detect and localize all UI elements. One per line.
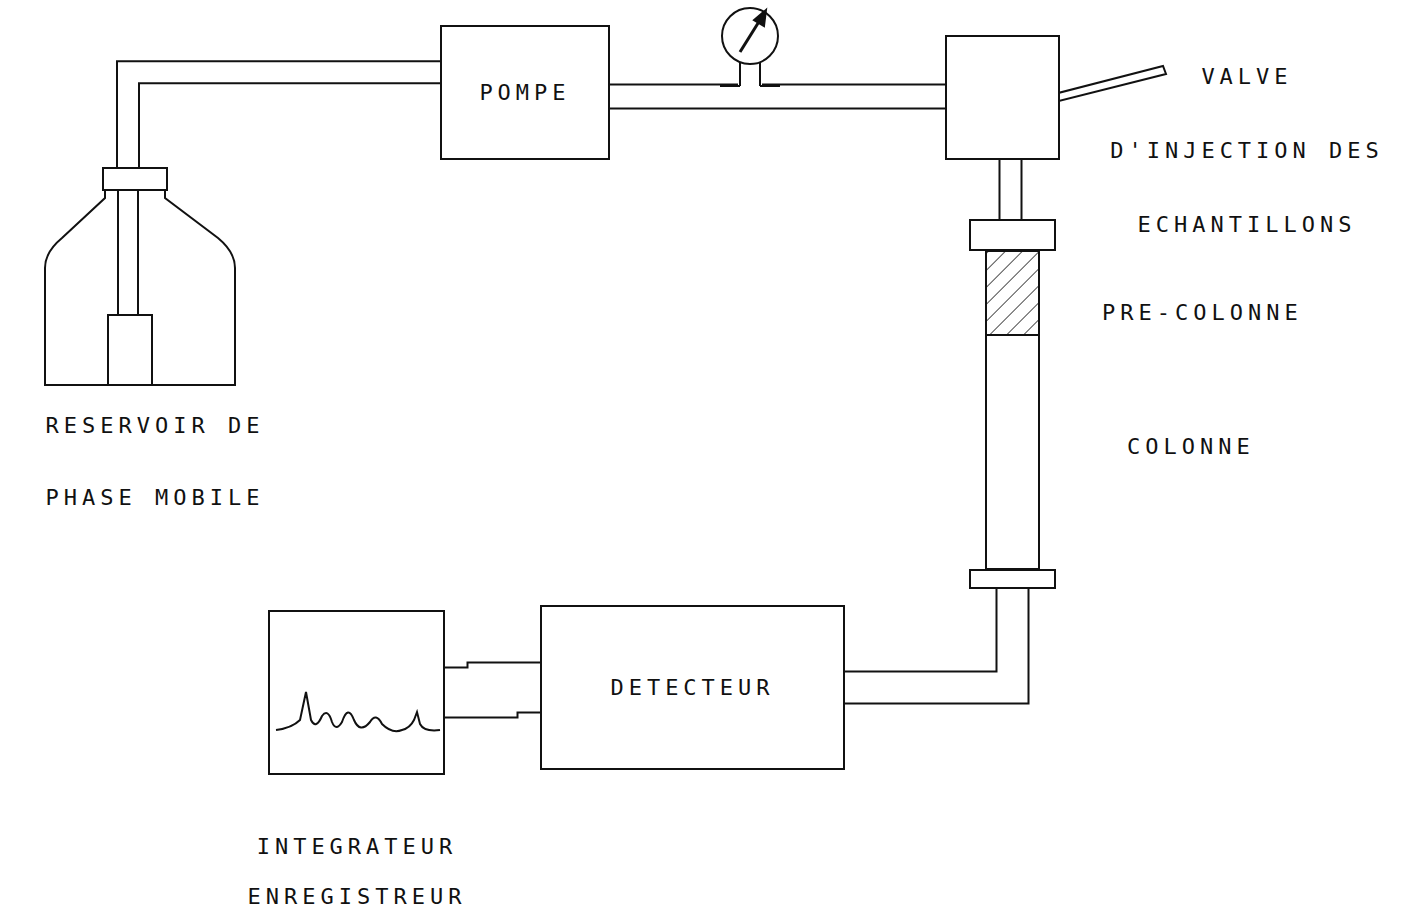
hatching-fill xyxy=(987,252,1038,334)
detector-box: DETECTEUR xyxy=(540,605,845,770)
chromatogram-line xyxy=(276,692,440,731)
tubing-connector xyxy=(128,72,440,168)
mobile-phase-reservoir: RESERVOIR DE PHASE MOBILE xyxy=(45,168,235,385)
integrator-recorder-box: INTEGRATEUR ENREGISTREUR xyxy=(268,610,445,775)
tubing-connector xyxy=(610,96,945,97)
tube-bore xyxy=(445,688,540,693)
node-label: COLONNE xyxy=(1127,432,1255,462)
node-label: VALVE D'INJECTION DES ECHANTILLONS xyxy=(1097,40,1397,262)
chromatogram-trace xyxy=(270,612,443,773)
reservoir-bottle xyxy=(45,168,235,385)
tube-bore xyxy=(610,86,945,108)
node-label: RESERVOIR DE PHASE MOBILE xyxy=(5,390,305,534)
tube-outline xyxy=(445,688,540,693)
pressure-gauge xyxy=(720,8,780,88)
column-fittings xyxy=(970,220,1055,588)
hatching xyxy=(987,252,1038,334)
node-label: DETECTEUR xyxy=(610,673,774,703)
node-label: PRE-COLONNE xyxy=(1102,298,1303,328)
node-label: INTEGRATEUR ENREGISTREUR xyxy=(232,822,482,916)
node-label: POMPE xyxy=(479,78,570,108)
tube-outline xyxy=(610,84,945,110)
injection-valve-box: VALVE D'INJECTION DES ECHANTILLONS xyxy=(945,35,1060,160)
pump-box: POMPE xyxy=(440,25,610,160)
column: COLONNE xyxy=(985,334,1040,570)
pre-column: PRE-COLONNE xyxy=(985,250,1040,336)
tube-outline xyxy=(128,72,440,168)
tubing-connector xyxy=(445,688,540,693)
tube-bore xyxy=(128,72,440,168)
